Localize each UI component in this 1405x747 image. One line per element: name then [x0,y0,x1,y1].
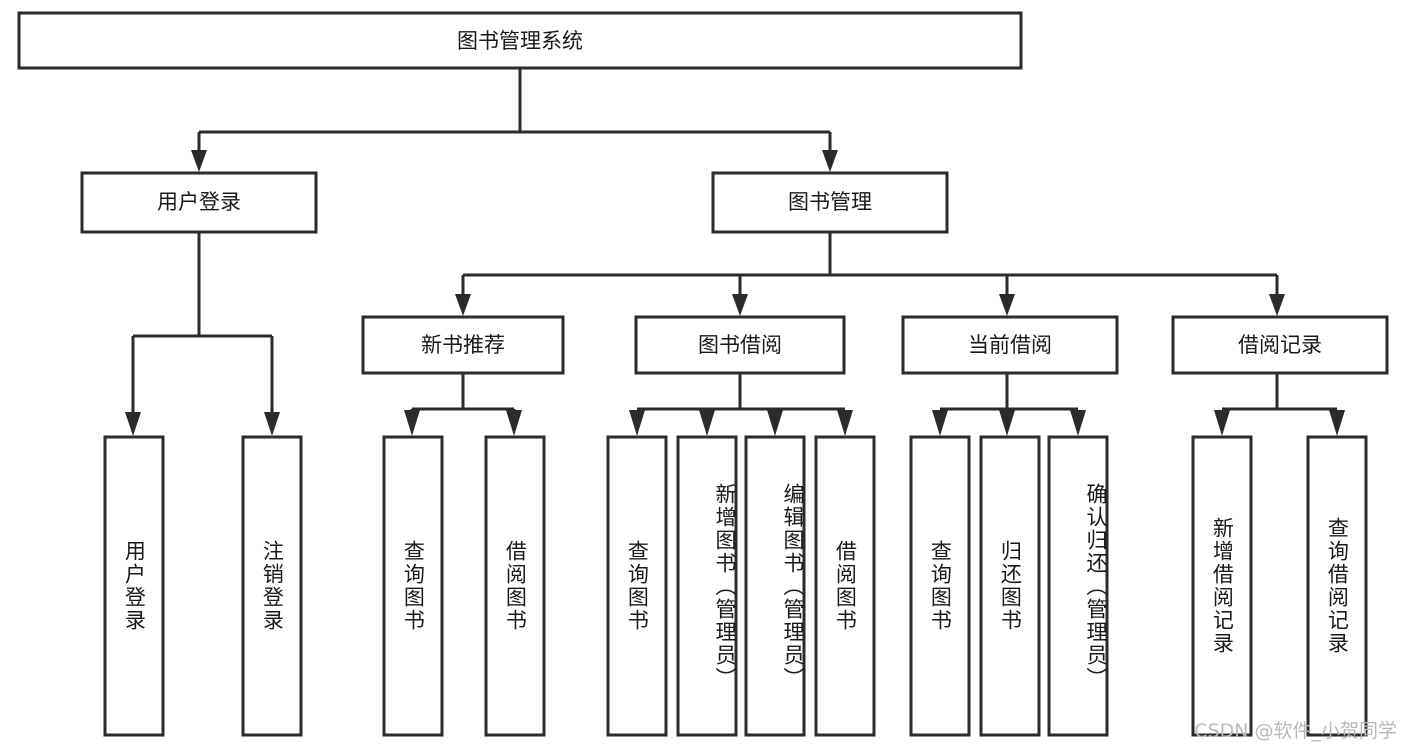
connector-group-new-book-rec [404,373,522,436]
node-root[interactable] [17,11,1023,70]
node-book-mgmt[interactable] [711,171,949,234]
connector-group-root [191,68,838,172]
node-book-borrow-label: 图书借阅 [698,333,782,357]
arrow-head-leaf-user-login [125,412,141,436]
node-leaf-record-add[interactable] [1191,435,1253,737]
node-leaf-borrow-add-book[interactable] [676,435,738,737]
node-new-book-rec[interactable] [361,315,565,375]
node-borrow-record[interactable] [1171,315,1389,375]
node-book-borrow[interactable] [634,315,846,375]
connector-group-borrow-record [1214,373,1345,436]
arrow-head-rec-borrow-book [506,410,522,436]
node-root-label: 图书管理系统 [457,29,583,53]
arrow-head-borrow-add-book [699,410,715,436]
node-user-login-label: 用户登录 [157,190,241,214]
arrow-head-borrow-query-book [629,410,645,436]
node-current-borrow[interactable] [901,315,1119,375]
node-leaf-rec-query-book[interactable] [382,435,444,737]
node-current-borrow-label: 当前借阅 [968,333,1052,357]
node-leaf-rec-borrow-book[interactable] [484,435,546,737]
arrow-head-book-borrow [732,294,748,316]
node-user-login[interactable] [80,171,318,234]
node-leaf-borrow-query-book[interactable] [606,435,668,737]
arrow-head-current-return-book [999,410,1015,436]
connector-group-user-login [125,232,280,436]
arrow-head-record-query [1329,410,1345,436]
connector-group-current-borrow [932,373,1086,436]
node-book-mgmt-label: 图书管理 [788,190,872,214]
arrow-head-record-add [1214,410,1230,436]
arrow-head-new-book-rec [455,294,471,316]
node-leaf-user-login[interactable] [103,435,165,737]
arrow-head-borrow-record [1269,294,1285,316]
arrow-head-current-confirm-return [1070,410,1086,436]
arrow-head-book-mgmt [822,150,838,172]
arrow-head-current-query-book [932,410,948,436]
node-leaf-current-query-book[interactable] [909,435,971,737]
node-leaf-borrow-edit-book[interactable] [744,435,806,737]
node-leaf-record-query[interactable] [1306,435,1368,737]
csdn-watermark: CSDN @软件_小贺同学 [1194,720,1397,742]
node-leaf-logout[interactable] [241,435,303,737]
node-leaf-borrow-borrow-book[interactable] [814,435,876,737]
arrow-head-borrow-borrow-book [837,410,853,436]
node-leaf-current-confirm-return[interactable] [1047,435,1109,737]
node-new-book-rec-label: 新书推荐 [421,333,505,357]
node-leaf-current-return-book[interactable] [979,435,1041,737]
node-borrow-record-label: 借阅记录 [1238,333,1322,357]
arrow-head-rec-query-book [404,410,420,436]
connector-group-book-borrow [629,373,853,436]
arrow-head-borrow-edit-book [767,410,783,436]
arrow-head-current-borrow [999,294,1015,316]
connector-group-book-mgmt [455,232,1285,316]
arrow-head-user-login [191,150,207,172]
arrow-head-leaf-logout [264,412,280,436]
